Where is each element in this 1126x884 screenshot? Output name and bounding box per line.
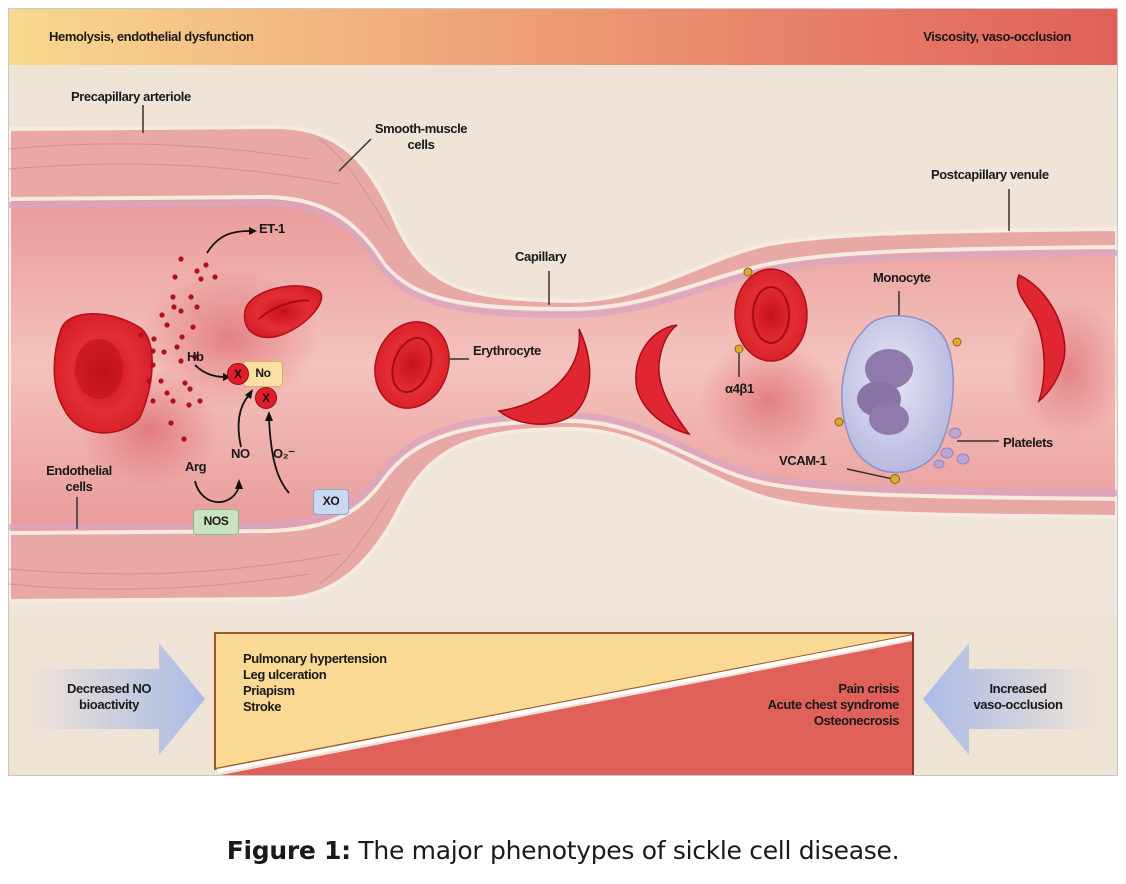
header-gradient-band (9, 9, 1117, 65)
phenotype-item: Leg ulceration (243, 667, 327, 682)
increased-vasoocclusion-arrow-shape (923, 643, 1099, 755)
hemolyzing-erythrocyte (53, 313, 153, 434)
label-et1: ET-1 (259, 221, 285, 236)
label-vcam1: VCAM-1 (779, 453, 827, 468)
vasoocclusion-wedge (221, 641, 913, 775)
platelets (933, 427, 970, 469)
decreased-no-line2: bioactivity (79, 697, 139, 712)
endothelium-bottom (9, 411, 1117, 530)
block-mark-hb: X (227, 363, 249, 385)
label-capillary: Capillary (515, 249, 567, 264)
caption-prefix: Figure 1: (226, 836, 351, 865)
phenotype-item: Stroke (243, 699, 282, 714)
hemolysis-phenotype-list: Pulmonary hypertension Leg ulceration Pr… (243, 651, 387, 715)
muscle-striations (9, 138, 390, 590)
label-platelets: Platelets (1003, 435, 1053, 450)
label-postcapillary-venule: Postcapillary venule (931, 167, 1049, 182)
phenotype-item: Pain crisis (838, 681, 899, 696)
monocyte (834, 314, 962, 484)
increased-vasoocclusion-line2: vaso-occlusion (973, 697, 1063, 712)
label-superoxide: O₂⁻ (273, 446, 295, 461)
increased-vasoocclusion-line1: Increased (989, 681, 1047, 696)
caption-text: The major phenotypes of sickle cell dise… (350, 836, 900, 865)
phenotype-item: Osteonecrosis (813, 713, 900, 728)
header-left-label: Hemolysis, endothelial dysfunction (49, 29, 254, 44)
header-right-label: Viscosity, vaso-occlusion (923, 29, 1071, 44)
nitric-oxide-box: No (243, 361, 283, 387)
label-monocyte: Monocyte (873, 270, 931, 285)
smooth-muscle-line2: cells (407, 137, 435, 152)
endothelial-line2: cells (65, 479, 93, 494)
figure-caption: Figure 1: The major phenotypes of sickle… (0, 836, 1126, 865)
adherent-erythrocyte (734, 267, 808, 362)
sickle-cell-figure: Hemolysis, endothelial dysfunction Visco… (8, 8, 1118, 776)
label-endothelial-cells: Endothelial cells (29, 463, 129, 495)
label-arg: Arg (185, 459, 207, 474)
vessel-illustration (9, 9, 1117, 775)
label-decreased-no-bioactivity: Decreased NO bioactivity (49, 681, 169, 713)
label-smooth-muscle-cells: Smooth-muscle cells (371, 121, 471, 153)
label-no: NO (231, 446, 250, 461)
label-alpha4beta1: α4β1 (725, 381, 754, 396)
label-increased-vasoocclusion: Increased vaso-occlusion (953, 681, 1083, 713)
phenotype-item: Priapism (243, 683, 295, 698)
nos-enzyme-box: NOS (193, 509, 239, 535)
endothelial-line1: Endothelial (46, 463, 112, 478)
label-precapillary-arteriole: Precapillary arteriole (71, 89, 191, 104)
xo-enzyme-box: XO (313, 489, 349, 515)
sickle-cell-2 (635, 324, 691, 436)
decreased-no-arrow-shape (29, 643, 205, 755)
sickle-cell-3 (1016, 273, 1066, 404)
erythrocyte-labeled (374, 321, 450, 409)
smooth-muscle-line1: Smooth-muscle (374, 121, 468, 136)
free-hemoglobin-particles (138, 256, 218, 442)
label-hb: Hb (187, 349, 204, 364)
pathway-arrows (194, 230, 290, 504)
phenotype-item: Acute chest syndrome (767, 697, 900, 712)
erythrocyte-upper (243, 285, 323, 339)
sickle-cell-1 (497, 328, 591, 425)
label-erythrocyte: Erythrocyte (473, 343, 541, 358)
vessel-lumen (9, 194, 1117, 536)
decreased-no-line1: Decreased NO (66, 681, 152, 696)
phenotype-item: Pulmonary hypertension (243, 651, 387, 666)
vasoocclusion-phenotype-list: Pain crisis Acute chest syndrome Osteone… (767, 681, 900, 729)
endothelium-top (9, 199, 1117, 319)
block-mark-superoxide: X (255, 387, 277, 409)
